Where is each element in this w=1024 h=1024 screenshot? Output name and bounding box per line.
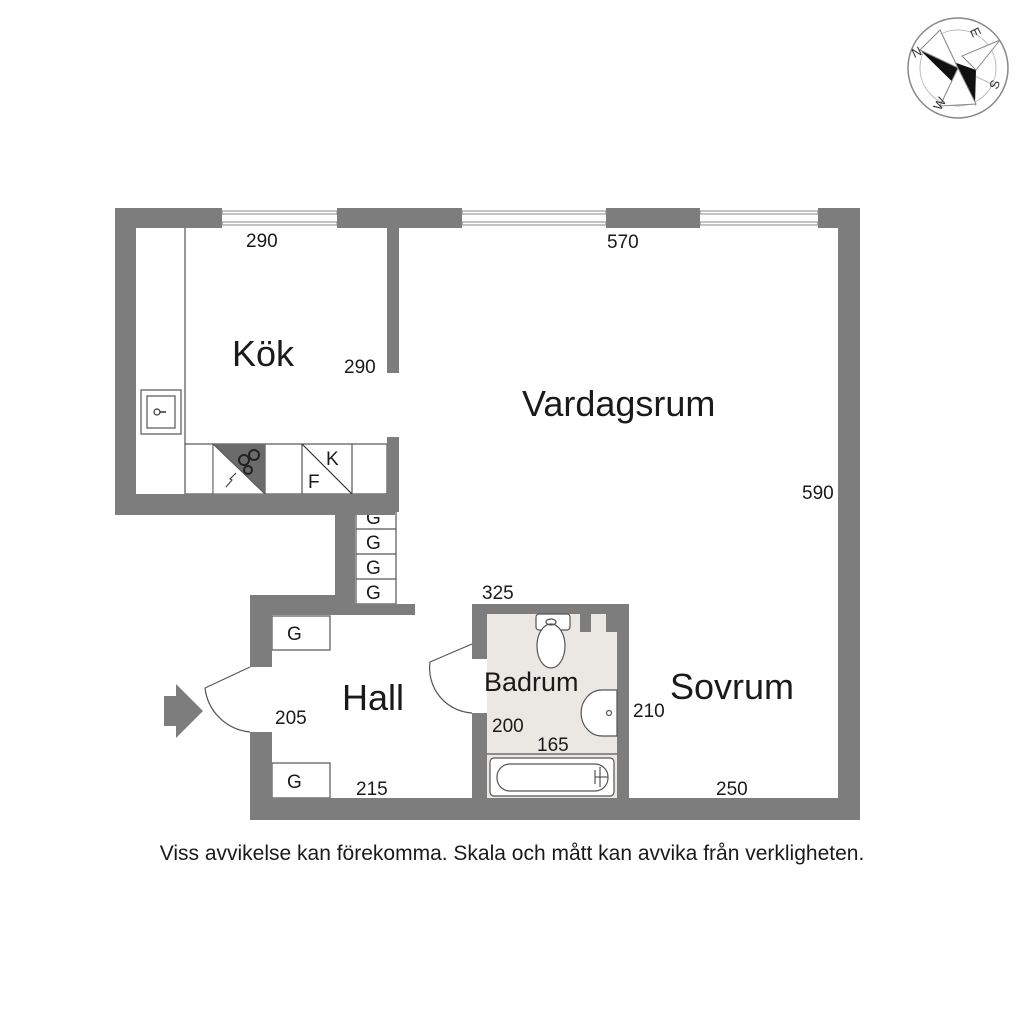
fridge-label: K — [326, 449, 339, 470]
wardrobe-label: G — [366, 583, 381, 604]
hall-wardrobe-label: G — [287, 624, 302, 645]
entrance-door — [204, 666, 251, 733]
dimension-label: 590 — [802, 483, 834, 504]
washbasin-icon — [580, 689, 618, 737]
entrance-arrow-icon — [164, 684, 203, 738]
hall-wardrobe-label: G — [287, 772, 302, 793]
dimension-label: 210 — [633, 701, 665, 722]
fridge-freezer-icon — [301, 443, 353, 495]
dimension-label: 290 — [344, 357, 376, 378]
dimension-label: 205 — [275, 708, 307, 729]
room-label-kok: Kök — [232, 333, 295, 374]
room-label-sovrum: Sovrum — [670, 666, 794, 707]
compass-icon: N E S W — [907, 17, 1009, 119]
bathtub-icon — [489, 757, 615, 797]
freezer-label: F — [308, 472, 320, 493]
stove-icon — [212, 442, 267, 495]
windows — [221, 208, 819, 228]
room-label-vardagsrum: Vardagsrum — [522, 383, 715, 424]
toilet-icon — [535, 613, 571, 669]
wardrobe-label: G — [366, 533, 381, 554]
sink-icon — [140, 389, 182, 435]
dimension-label: 290 — [246, 231, 278, 252]
dimension-label: 200 — [492, 716, 524, 737]
room-label-badrum: Badrum — [484, 667, 579, 697]
dimension-label: 215 — [356, 779, 388, 800]
dimension-label: 570 — [607, 232, 639, 253]
dimension-label: 165 — [537, 735, 569, 756]
dimension-label: 325 — [482, 583, 514, 604]
wardrobe-label: G — [366, 558, 381, 579]
disclaimer-text: Viss avvikelse kan förekomma. Skala och … — [159, 842, 865, 865]
bathroom-door — [428, 643, 473, 714]
room-label-hall: Hall — [342, 677, 404, 718]
dimension-label: 250 — [716, 779, 748, 800]
